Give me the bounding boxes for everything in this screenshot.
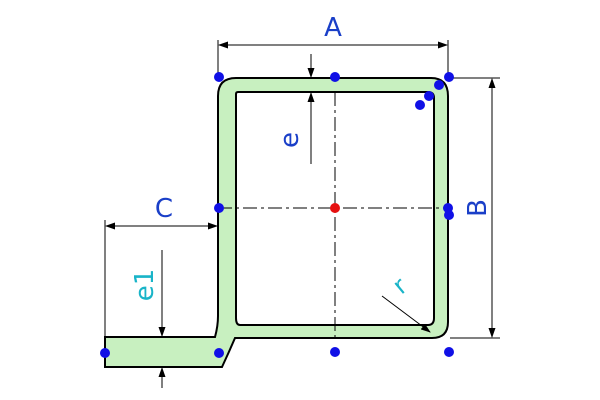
handle-point[interactable]: [434, 80, 444, 90]
dimension-label-c: C: [155, 194, 173, 224]
dimension-label-a: A: [324, 13, 342, 43]
handle-point[interactable]: [424, 91, 434, 101]
handle-points: [100, 72, 454, 358]
dimension-label-b: B: [463, 199, 493, 217]
handle-point[interactable]: [444, 72, 454, 82]
handle-point[interactable]: [214, 72, 224, 82]
profile-shape: [104, 77, 449, 368]
handle-point[interactable]: [214, 203, 224, 213]
dimension-line-r: [381, 295, 431, 333]
center-point[interactable]: [330, 203, 340, 213]
handle-point[interactable]: [100, 348, 110, 358]
handle-point[interactable]: [330, 347, 340, 357]
dimension-label-r: r: [387, 272, 413, 300]
handle-point[interactable]: [444, 210, 454, 220]
handle-point[interactable]: [444, 347, 454, 357]
dimension-label-e1: e1: [130, 269, 160, 302]
handle-point[interactable]: [415, 100, 425, 110]
handle-point[interactable]: [214, 348, 224, 358]
handle-point[interactable]: [330, 72, 340, 82]
dimension-label-e: e: [275, 132, 305, 148]
